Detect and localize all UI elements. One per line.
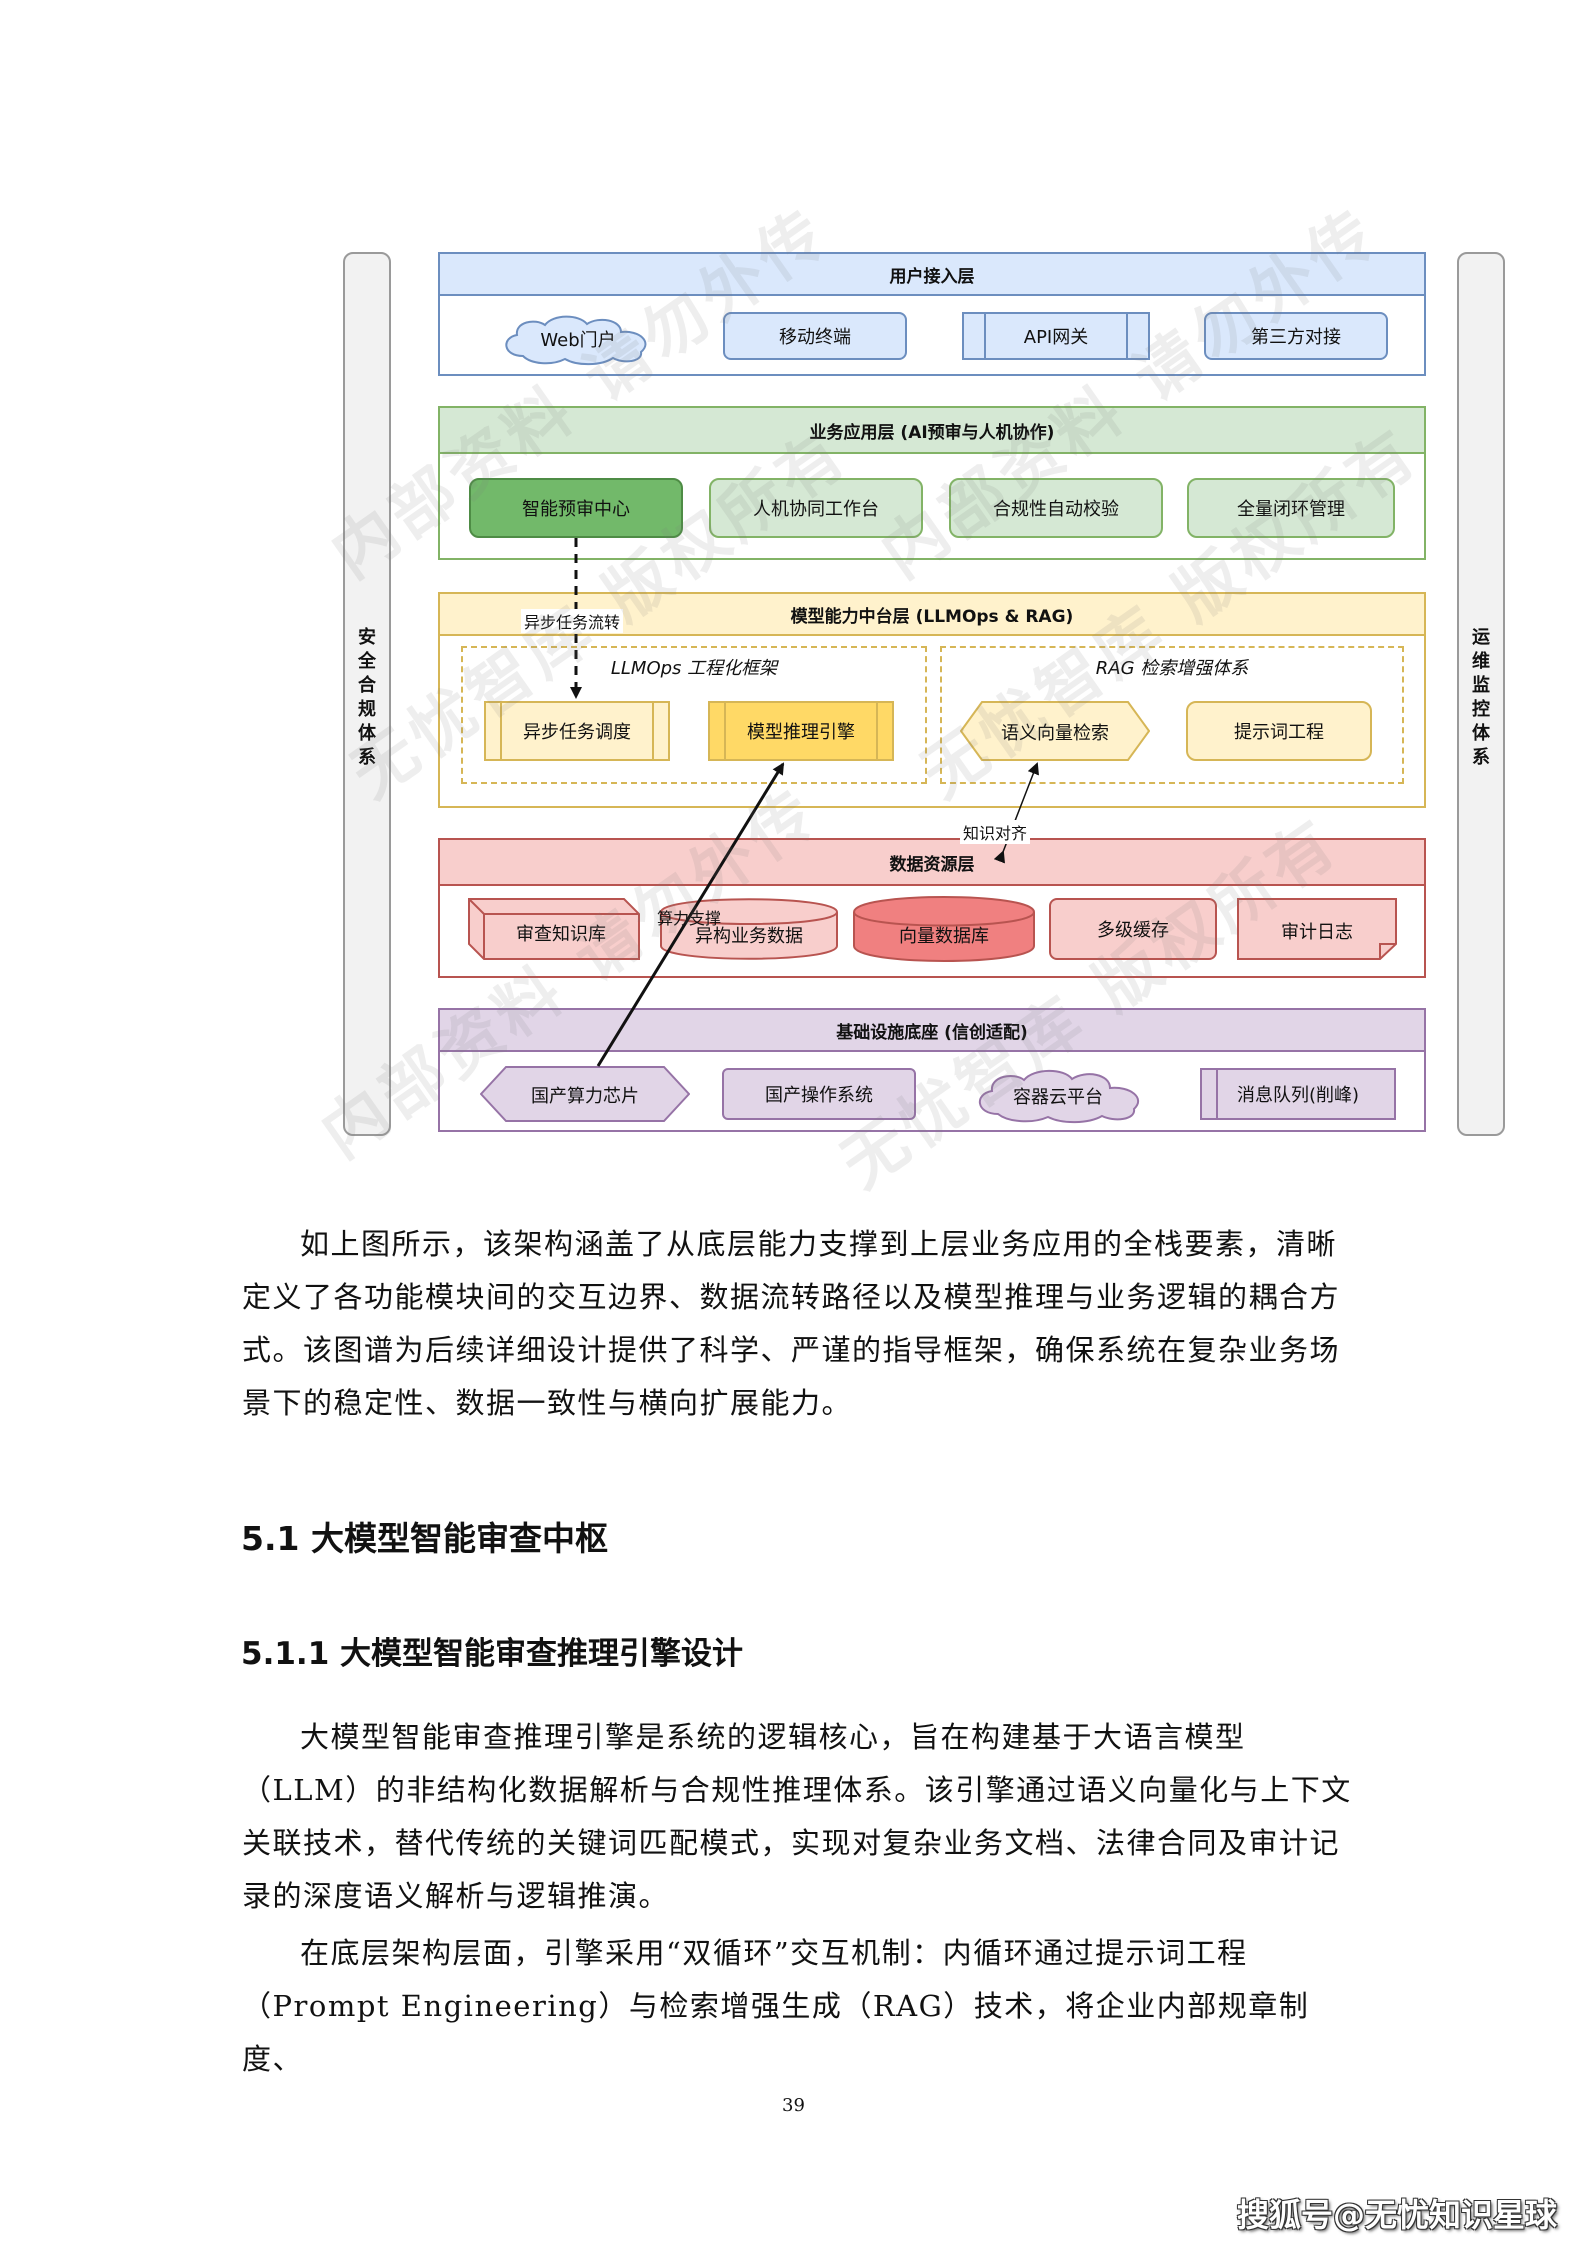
engine-divider-left	[724, 703, 726, 759]
prompt-engineering-node: 提示词工程	[1186, 701, 1372, 761]
paragraph-double-loop: 在底层架构层面，引擎采用“双循环”交互机制：内循环通过提示词工程（Prompt …	[242, 1927, 1362, 2086]
ops-monitoring-bar: 运维监控体系	[1457, 252, 1505, 1136]
audit-log-node: 审计日志	[1237, 898, 1397, 960]
audit-log-label: 审计日志	[1281, 922, 1353, 943]
message-queue-node: 消息队列(削峰)	[1200, 1068, 1396, 1120]
source-watermark: 搜狐号@无忧知识星球	[1236, 2196, 1557, 2234]
semantic-vector-search-label: 语义向量检索	[1001, 723, 1109, 744]
closed-loop-management-node: 全量闭环管理	[1187, 478, 1395, 538]
review-knowledge-base-label: 审查知识库	[516, 924, 606, 945]
vector-database-node: 向量数据库	[853, 896, 1035, 962]
third-party-node: 第三方对接	[1204, 312, 1388, 360]
model-inference-engine-label: 模型推理引擎	[747, 722, 855, 743]
review-knowledge-base-node: 审查知识库	[468, 898, 640, 960]
document-shape-icon	[1237, 898, 1397, 960]
message-queue-label: 消息队列(削峰)	[1236, 1085, 1360, 1106]
model-inference-engine-node: 模型推理引擎	[708, 701, 894, 761]
knowledge-align-label: 知识对齐	[960, 820, 1031, 844]
gateway-divider-left	[984, 314, 986, 358]
section-heading-5-1: 5.1 大模型智能审查中枢	[241, 1519, 608, 1558]
compute-support-label: 算力支撑	[657, 909, 722, 928]
domestic-os-node: 国产操作系统	[722, 1068, 916, 1120]
async-task-scheduler-label: 异步任务调度	[523, 722, 631, 743]
architecture-diagram: 安全合规体系 运维监控体系 用户接入层 Web门户 移动终端 API网关 第三方…	[343, 252, 1505, 1136]
hexagon-shape-icon	[960, 701, 1150, 761]
paragraph-diagram-summary-text: 如上图所示，该架构涵盖了从底层能力支撑到上层业务应用的全栈要素，清晰定义了各功能…	[242, 1227, 1341, 1420]
mobile-terminal-node: 移动终端	[723, 312, 907, 360]
chip-hexagon-icon	[480, 1066, 690, 1122]
rag-system-box: RAG 检索增强体系	[940, 646, 1404, 784]
user-access-layer-title: 用户接入层	[440, 254, 1424, 296]
queue-divider-left	[1216, 1070, 1218, 1118]
ops-monitoring-label: 运维监控体系	[1472, 627, 1490, 768]
paragraph-double-loop-text: 在底层架构层面，引擎采用“双循环”交互机制：内循环通过提示词工程（Prompt …	[242, 1936, 1310, 2076]
gateway-divider-right	[1126, 314, 1128, 358]
container-cloud-label: 容器云平台	[1013, 1087, 1103, 1108]
async-flow-label: 异步任务流转	[521, 609, 624, 633]
domestic-chip-label: 国产算力芯片	[531, 1086, 639, 1107]
scheduler-divider-right	[652, 703, 654, 759]
infrastructure-layer-title: 基础设施底座 (信创适配)	[440, 1010, 1424, 1052]
data-resource-layer-title: 数据资源层	[440, 840, 1424, 886]
smart-precheck-node: 智能预审中心	[469, 478, 683, 538]
web-portal-node: Web门户	[493, 310, 663, 366]
container-cloud-icon	[979, 1069, 1140, 1124]
llmops-framework-title: LLMOps 工程化框架	[610, 658, 778, 679]
human-machine-workbench-node: 人机协同工作台	[709, 478, 923, 538]
async-task-scheduler-node: 异步任务调度	[484, 701, 670, 761]
container-cloud-node: 容器云平台	[968, 1064, 1158, 1124]
paragraph-diagram-summary: 如上图所示，该架构涵盖了从底层能力支撑到上层业务应用的全栈要素，清晰定义了各功能…	[242, 1218, 1362, 1430]
page-number: 39	[782, 2095, 805, 2116]
rag-system-title: RAG 检索增强体系	[1095, 658, 1249, 679]
paragraph-engine-intro-text: 大模型智能审查推理引擎是系统的逻辑核心，旨在构建基于大语言模型（LLM）的非结构…	[242, 1720, 1352, 1913]
web-portal-label: Web门户	[540, 330, 616, 351]
paragraph-engine-intro: 大模型智能审查推理引擎是系统的逻辑核心，旨在构建基于大语言模型（LLM）的非结构…	[242, 1711, 1362, 1923]
section-heading-5-1-1: 5.1.1 大模型智能审查推理引擎设计	[241, 1636, 744, 1672]
multi-level-cache-node: 多级缓存	[1049, 898, 1217, 960]
business-app-layer-title: 业务应用层 (AI预审与人机协作)	[440, 408, 1424, 454]
compliance-check-node: 合规性自动校验	[949, 478, 1163, 538]
api-gateway-label: API网关	[1023, 327, 1089, 348]
security-compliance-bar: 安全合规体系	[343, 252, 391, 1136]
cloud-shape-icon	[505, 315, 647, 366]
domestic-chip-node: 国产算力芯片	[480, 1066, 690, 1122]
vector-cylinder-icon	[853, 896, 1035, 962]
api-gateway-node: API网关	[962, 312, 1150, 360]
security-compliance-label: 安全合规体系	[358, 627, 376, 768]
semantic-vector-search-node: 语义向量检索	[960, 701, 1150, 761]
vector-database-label: 向量数据库	[899, 926, 989, 947]
scheduler-divider-left	[500, 703, 502, 759]
engine-divider-right	[876, 703, 878, 759]
